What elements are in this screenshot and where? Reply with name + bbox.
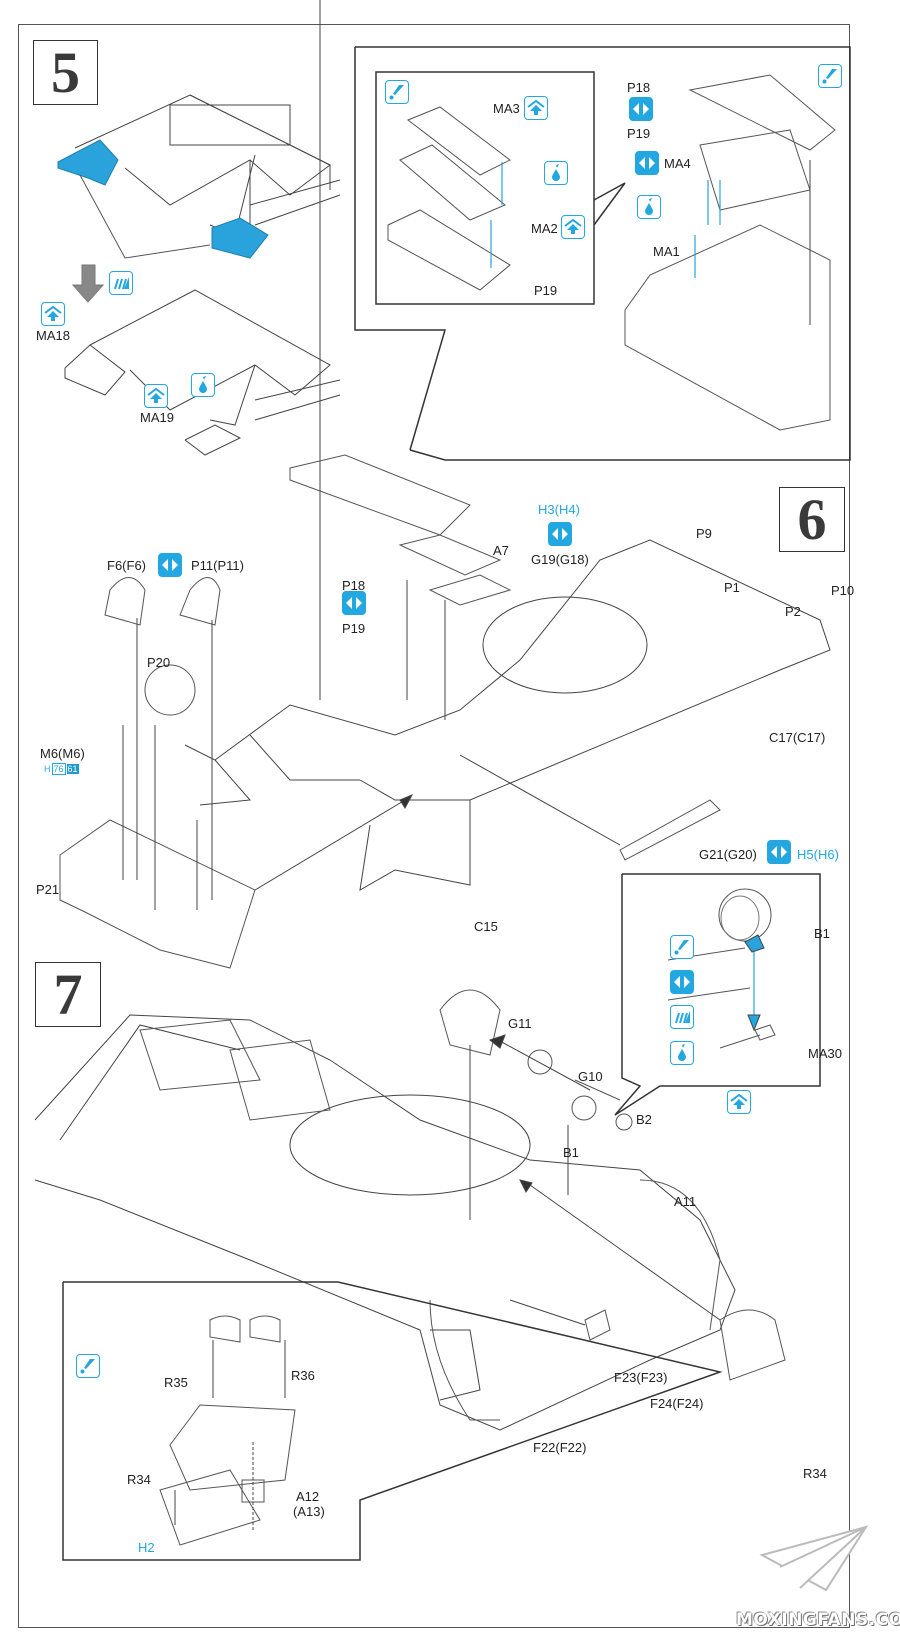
label-ma4: MA4 <box>664 156 691 171</box>
choice-icon <box>629 97 653 121</box>
blue-part-left <box>57 139 119 186</box>
label-ma30: MA30 <box>808 1046 842 1061</box>
watermark: MOXINGFANS.COM <box>736 1610 900 1630</box>
label-p1: P1 <box>724 580 740 595</box>
step-number-text: 6 <box>797 486 827 552</box>
label-h3: H3(H4) <box>538 502 580 517</box>
choice-icon <box>158 553 182 577</box>
label-b1: B1 <box>563 1145 579 1160</box>
label-f6: F6(F6) <box>107 558 146 573</box>
glue-icon <box>670 1041 694 1065</box>
paint-code-2: 61 <box>66 764 79 774</box>
page-frame <box>18 24 850 1628</box>
p21-plate <box>59 819 256 969</box>
glue-icon <box>637 195 661 219</box>
step-number-5: 5 <box>33 40 98 105</box>
bend-icon <box>524 96 548 120</box>
label-p21: P21 <box>36 882 60 897</box>
optional-icon <box>818 64 842 88</box>
label-p19: P19 <box>534 283 558 298</box>
blue-part-right <box>211 217 269 259</box>
label-b2: B2 <box>636 1112 652 1127</box>
label-g19: G19(G18) <box>531 552 589 567</box>
paint-code-1: 76 <box>51 763 66 775</box>
step-number-7: 7 <box>35 962 101 1027</box>
optional-icon <box>385 80 409 104</box>
choice-icon <box>670 970 694 994</box>
step5-hull-bottom <box>64 289 341 456</box>
label-ma19: MA19 <box>140 410 174 425</box>
label-p18: P18 <box>627 80 651 95</box>
label-r35: R35 <box>164 1375 188 1390</box>
choice-icon <box>635 151 659 175</box>
step5-hull-top <box>74 94 341 245</box>
label-g10: G10 <box>578 1069 603 1084</box>
label-c17: C17(C17) <box>769 730 826 745</box>
paint-prefix: H <box>44 764 51 774</box>
label-p10: P10 <box>831 583 855 598</box>
optional-icon <box>670 935 694 959</box>
bend-icon <box>144 384 168 408</box>
label-a12: A12 <box>296 1489 320 1504</box>
label-p19: P19 <box>342 621 366 636</box>
label-b1-inset: B1 <box>814 926 830 941</box>
label-ma3: MA3 <box>493 101 520 116</box>
cut-icon <box>109 271 133 295</box>
label-m6: M6(M6) <box>40 746 85 761</box>
choice-icon <box>548 522 572 546</box>
label-p20: P20 <box>147 655 171 670</box>
p18-deck <box>289 454 471 536</box>
label-a11: A11 <box>674 1194 697 1209</box>
label-f24: F24(F24) <box>650 1396 704 1411</box>
label-ma18: MA18 <box>36 328 70 343</box>
label-ma2: MA2 <box>531 221 558 236</box>
label-p18: P18 <box>342 578 366 593</box>
glue-icon <box>191 373 215 397</box>
label-p9: P9 <box>696 526 712 541</box>
glue-icon <box>544 161 568 185</box>
down-arrow <box>71 264 105 303</box>
step-number-6: 6 <box>779 487 845 552</box>
label-p11: P11(P11) <box>191 558 244 573</box>
label-h5: H5(H6) <box>797 847 839 862</box>
label-f22: F22(F22) <box>533 1440 587 1455</box>
label-r36: R36 <box>291 1368 315 1383</box>
label-r34: R34 <box>803 1466 827 1481</box>
label-c15: C15 <box>474 919 498 934</box>
label-r34-inset: R34 <box>127 1472 151 1487</box>
step7-hull <box>34 1014 736 1431</box>
label-h2: H2 <box>138 1540 155 1555</box>
step-number-text: 5 <box>51 39 80 105</box>
step-number-text: 7 <box>53 961 83 1027</box>
label-p2: P2 <box>785 604 801 619</box>
bend-icon <box>561 215 585 239</box>
bend-icon <box>727 1090 751 1114</box>
paint-code: H 76 61 <box>44 763 79 775</box>
paper-plane-logo <box>759 1525 869 1592</box>
label-f23: F23(F23) <box>614 1370 668 1385</box>
label-g21: G21(G20) <box>699 847 757 862</box>
label-g11: G11 <box>508 1016 532 1031</box>
choice-icon <box>342 591 366 615</box>
cut-icon <box>670 1005 694 1029</box>
label-p19-right: P19 <box>627 126 651 141</box>
label-ma1: MA1 <box>653 244 680 259</box>
choice-icon <box>767 840 791 864</box>
label-a13: (A13) <box>293 1504 325 1519</box>
label-a7: A7 <box>493 543 509 558</box>
step6-hull <box>184 539 831 891</box>
optional-icon <box>76 1354 100 1378</box>
bend-icon <box>41 302 65 326</box>
